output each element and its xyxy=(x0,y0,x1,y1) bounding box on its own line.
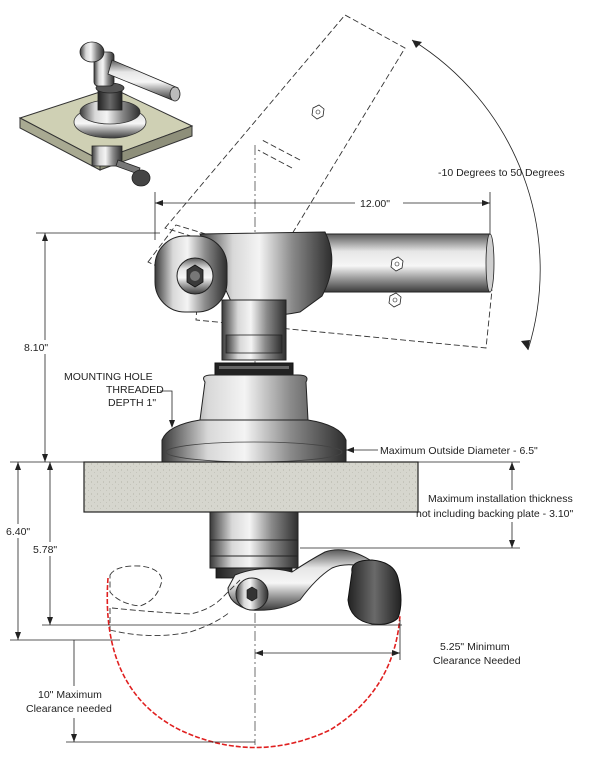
min-clearance-line2: Clearance Needed xyxy=(433,655,521,667)
thickness-callout: Maximum installation thickness not inclu… xyxy=(300,462,600,549)
upright-neck xyxy=(214,299,294,378)
max-clearance-line2: Clearance needed xyxy=(26,703,112,715)
max-clearance-dimension: 10" Maximum Clearance needed xyxy=(24,640,255,743)
ghost-nut-upper xyxy=(311,104,325,120)
elbow-joint xyxy=(154,231,333,317)
height-lower-dimension: 5.78" xyxy=(32,462,402,626)
mounting-hole-line3: DEPTH 1" xyxy=(108,397,156,409)
min-clearance-line1: 5.25" Minimum xyxy=(440,641,510,653)
locking-handle xyxy=(227,549,402,625)
lower-housing xyxy=(209,511,299,579)
horizontal-arm xyxy=(319,233,495,293)
isometric-thumbnail xyxy=(18,41,194,187)
outside-diameter-callout: Maximum Outside Diameter - 6.5" xyxy=(346,445,538,457)
mounting-hole-callout: MOUNTING HOLE THREADED DEPTH 1" xyxy=(64,371,175,428)
height-top-label: 8.10" xyxy=(24,342,48,354)
clearance-arc xyxy=(106,577,401,749)
height-lower-label: 5.78" xyxy=(33,544,57,556)
ghost-nut-lower xyxy=(388,292,402,308)
dome-base xyxy=(161,374,347,463)
min-clearance-dimension: 5.25" Minimum Clearance Needed xyxy=(255,620,521,667)
arm-length-label: 12.00" xyxy=(360,198,390,210)
max-clearance-line1: 10" Maximum xyxy=(38,689,102,701)
angle-range-label: -10 Degrees to 50 Degrees xyxy=(438,167,565,179)
mounting-plate xyxy=(10,461,520,513)
height-top-dimension: 8.10" xyxy=(22,232,160,462)
arm-length-dimension: 12.00" xyxy=(154,192,491,240)
mounting-hole-line1: MOUNTING HOLE xyxy=(64,371,153,383)
height-overall-dimension: 6.40" xyxy=(4,462,120,641)
mounting-hole-line2: THREADED xyxy=(106,384,164,396)
height-overall-label: 6.40" xyxy=(6,526,30,538)
max-outside-diameter-label: Maximum Outside Diameter - 6.5" xyxy=(380,445,538,457)
angle-arc-dimension: -10 Degrees to 50 Degrees xyxy=(411,39,565,351)
max-thickness-line1: Maximum installation thickness xyxy=(428,493,573,505)
ghost-handle xyxy=(109,565,241,636)
max-thickness-line2: not including backing plate - 3.10" xyxy=(416,508,574,520)
